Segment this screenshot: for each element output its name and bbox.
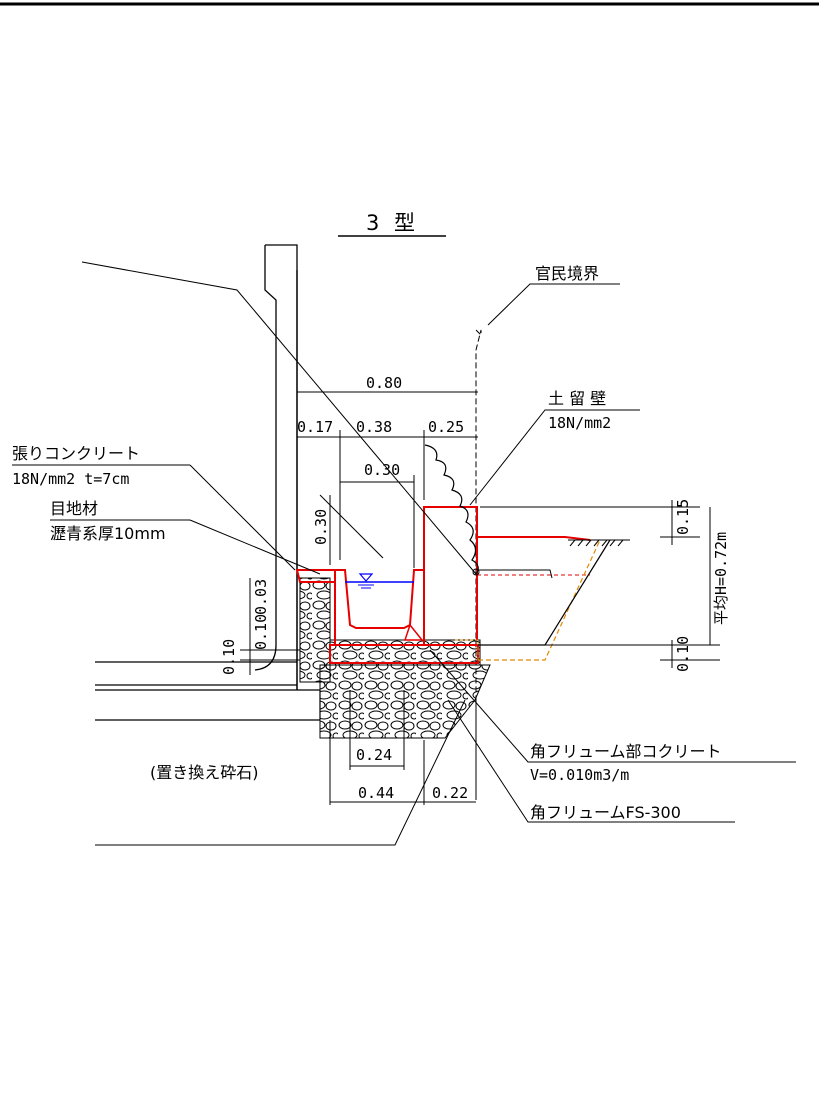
dim-w-right: 0.25 <box>428 418 464 436</box>
dim-w-left: 0.17 <box>297 418 333 436</box>
dim-bottom-right: 0.22 <box>432 784 468 802</box>
retaining-wall-strength: 18N/mm2 <box>548 414 611 432</box>
dim-top-right: 0.15 <box>674 499 692 535</box>
water-level <box>345 573 414 589</box>
dim-w-mid: 0.38 <box>356 418 392 436</box>
dimension-lines-bottom <box>329 690 476 805</box>
slope-leader-line <box>81 261 477 575</box>
dimension-lines-top <box>240 391 478 675</box>
paving-label: 張りコンクリート <box>12 444 140 463</box>
flume-concrete-label: 角フリューム部コクリート <box>530 742 722 761</box>
flume-label: 角フリュームFS-300 <box>530 803 681 822</box>
boundary-line <box>475 329 482 700</box>
leader-lines <box>12 283 796 846</box>
retaining-wall-top <box>477 536 591 541</box>
road-lines <box>95 661 321 721</box>
gravel-label: (置き換え砕石) <box>150 763 259 782</box>
retaining-wall <box>423 506 478 645</box>
boundary-label: 官民境界 <box>535 264 599 283</box>
drain-hole <box>472 568 480 576</box>
ground-hatch <box>568 539 630 547</box>
excavation-corner <box>455 639 479 662</box>
dim-bottom-inner: 0.24 <box>356 746 392 764</box>
flume-fillet <box>403 623 424 641</box>
slope-scallop <box>424 444 479 575</box>
avg-height-label: 平均H=0.72m <box>712 532 730 625</box>
anchor-line <box>477 569 553 579</box>
dim-total-width: 0.80 <box>366 374 402 392</box>
dim-base-right: 0.10 <box>674 636 692 672</box>
dim-flume-height: 0.30 <box>312 509 330 545</box>
retaining-wall-label: 土 留 壁 <box>548 389 606 408</box>
dim-base-left-2: 0.10 <box>220 639 238 675</box>
flume-concrete-volume: V=0.010m3/m <box>530 766 629 784</box>
dim-paving-height: 0.03 <box>252 579 270 615</box>
dimension-lines-right <box>480 500 720 668</box>
dim-flume-width: 0.30 <box>364 461 400 479</box>
paving-spec: 18N/mm2 t=7cm <box>12 470 129 488</box>
excavation-line <box>478 539 601 661</box>
gravel-base <box>299 577 491 739</box>
dim-base-left: 0.10 <box>252 614 270 650</box>
drawing-title: 3 型 <box>366 211 419 235</box>
dim-bottom-left: 0.44 <box>358 784 394 802</box>
cut-slope <box>478 539 611 646</box>
joint-label: 目地材 <box>50 499 98 518</box>
joint-spec: 瀝青系厚10mm <box>50 524 166 543</box>
